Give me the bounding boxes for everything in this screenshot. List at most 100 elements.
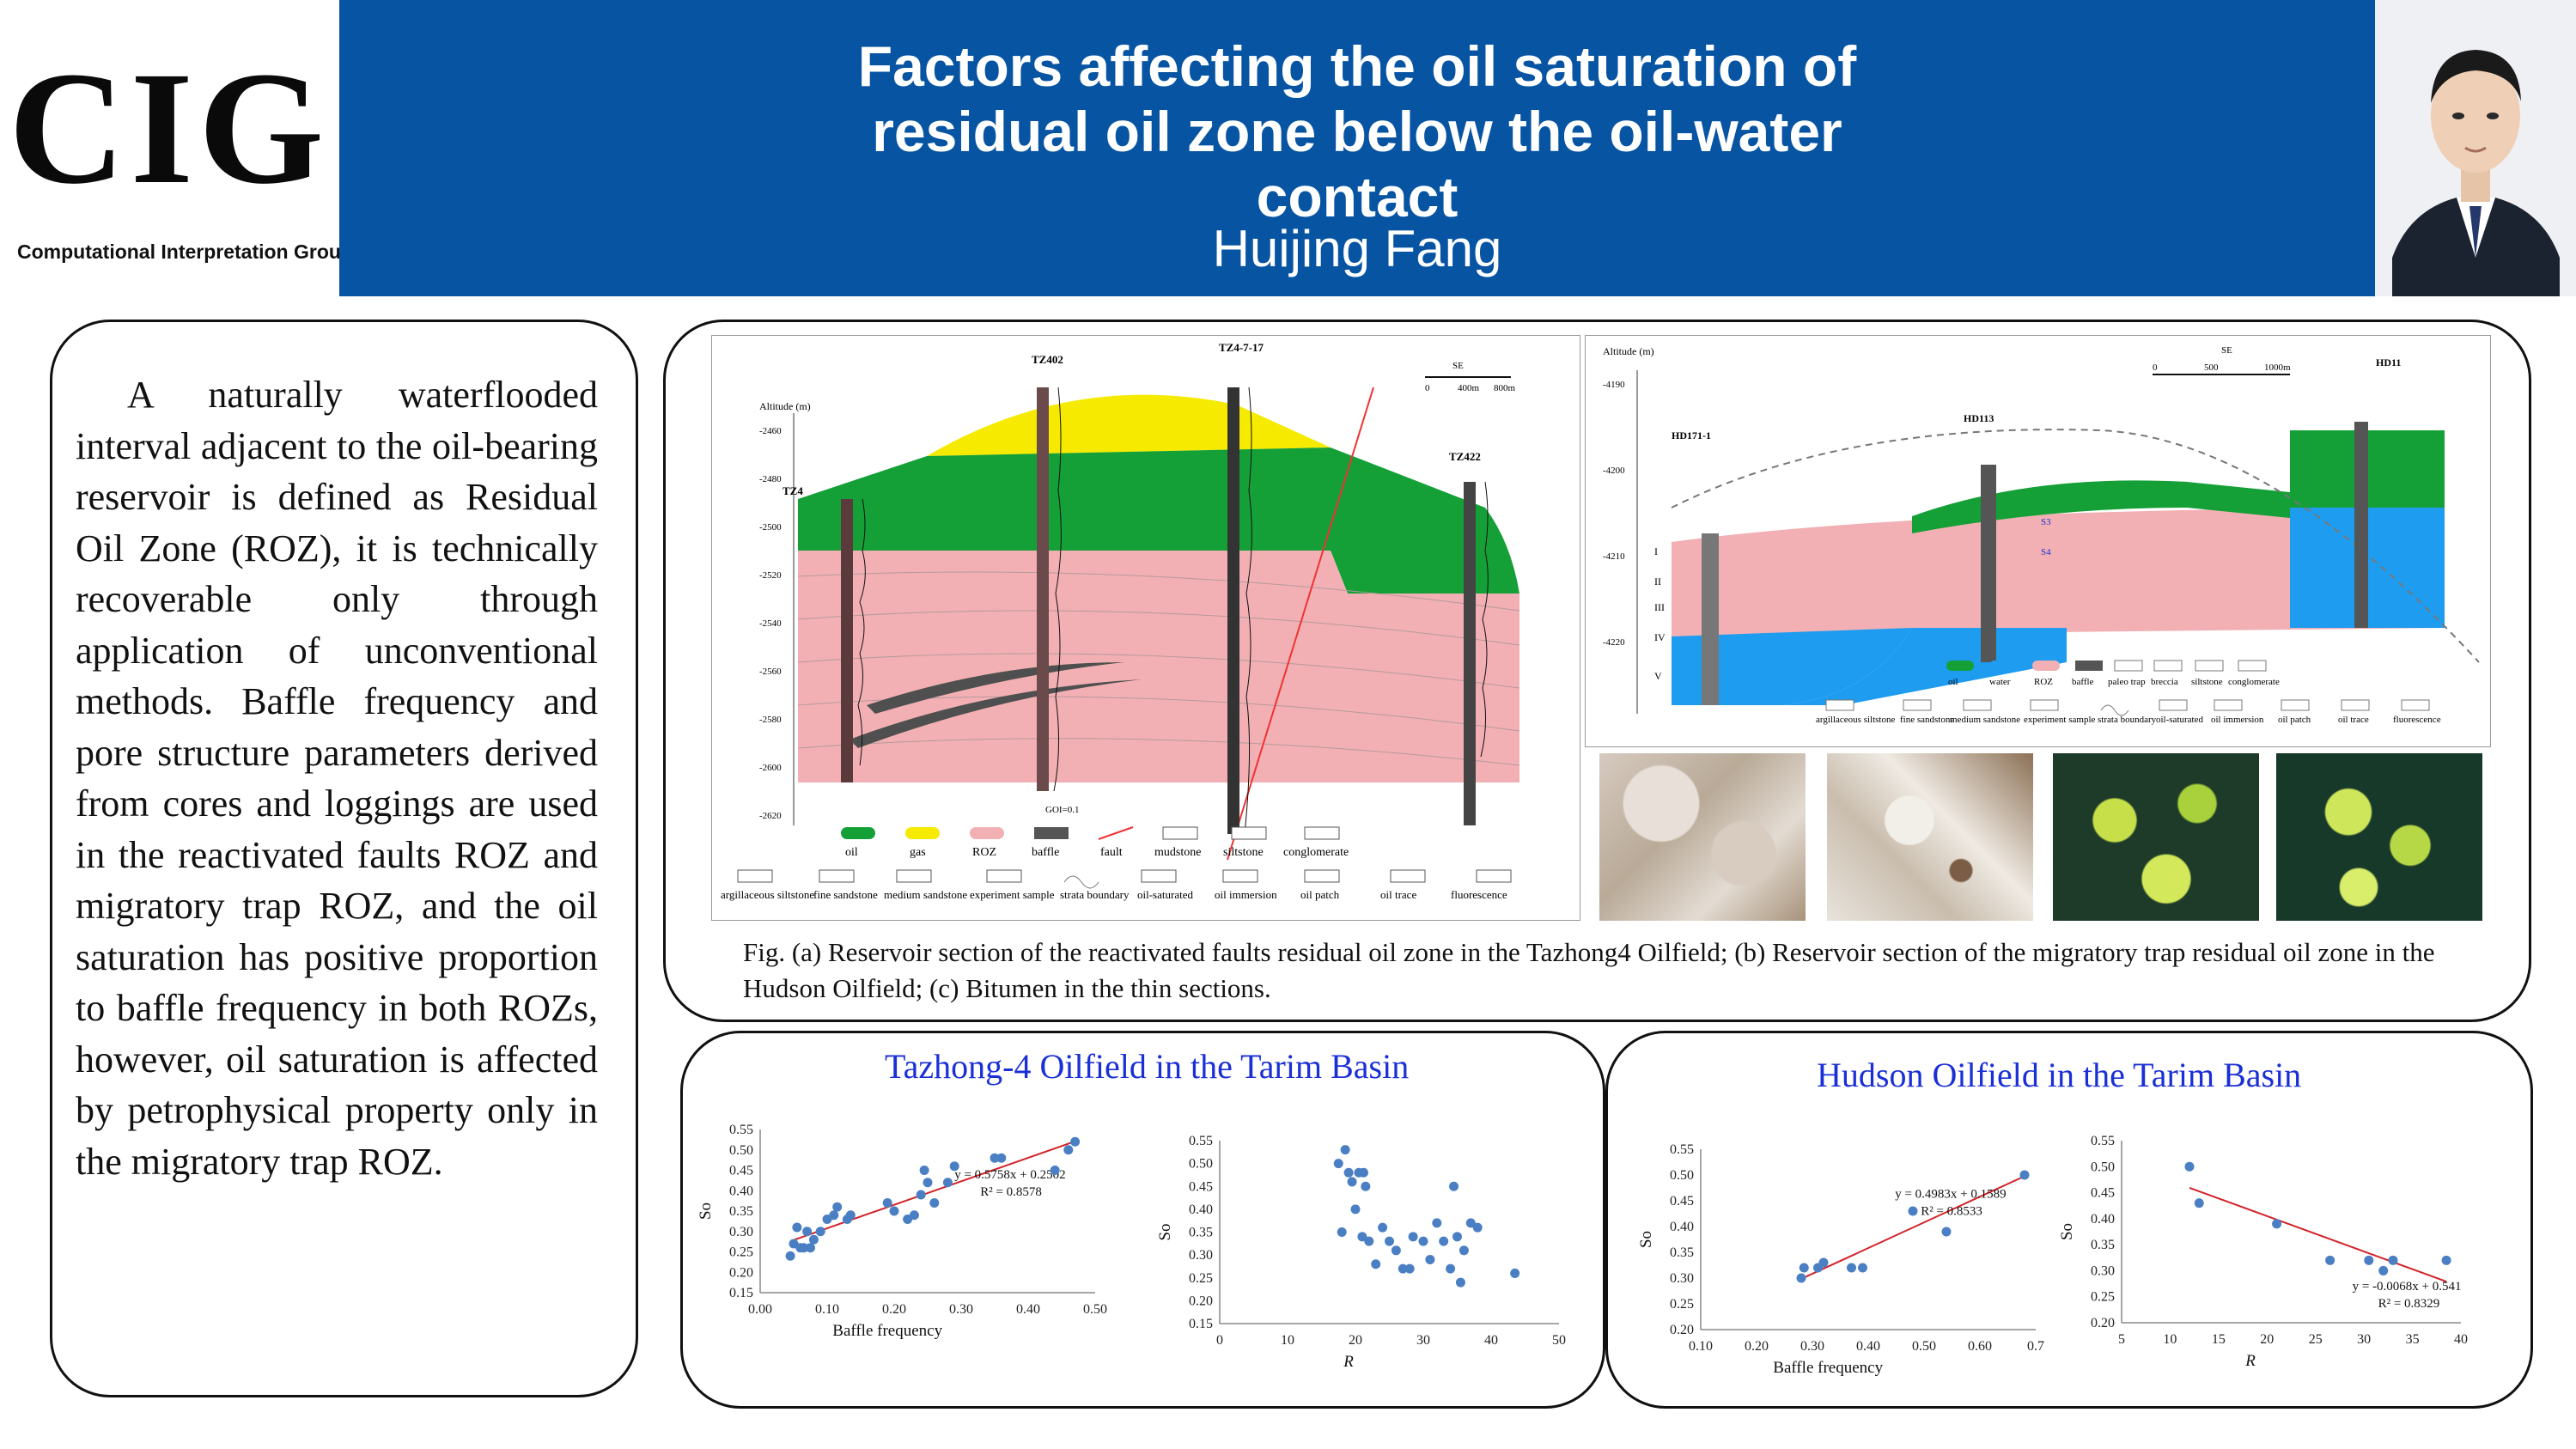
- legend-swatch-roz: [2032, 661, 2060, 671]
- y-axis-label: So: [1156, 1223, 1174, 1240]
- portrait-illustration: [2375, 0, 2576, 296]
- y-tick-label: 0.20: [2091, 1316, 2115, 1330]
- legend-swatch-paleo-trap: [2114, 660, 2143, 672]
- data-point: [832, 1202, 843, 1212]
- legend-label: oil patch: [1300, 888, 1340, 901]
- well-label: HD113: [1964, 412, 1994, 424]
- trend-line: [2189, 1186, 2447, 1282]
- y-tick-label: 0.35: [1189, 1226, 1213, 1240]
- legend-label: siltstone: [1223, 846, 1264, 859]
- depth-label: -2460: [759, 426, 782, 436]
- data-point: [799, 1243, 809, 1253]
- y-tick-label: 0.55: [1670, 1142, 1694, 1157]
- legend-label: siltstone: [2191, 677, 2223, 687]
- x-tick-label: 0.40: [1016, 1302, 1040, 1317]
- y-tick-label: 0.20: [1670, 1323, 1694, 1337]
- x-tick-label: 5: [2118, 1332, 2125, 1347]
- legend-label: oil trace: [1380, 888, 1416, 901]
- y-tick-label: 0.15: [729, 1286, 753, 1300]
- depth-label: -2560: [759, 667, 782, 677]
- tazhong-chart-title: Tazhong-4 Oilfield in the Tarim Basin: [885, 1047, 1410, 1086]
- legend-swatch: [1063, 875, 1099, 889]
- legend-label: strata boundary: [2098, 715, 2157, 725]
- data-point: [1908, 1206, 1918, 1216]
- water-zone: [1672, 628, 1912, 705]
- x-tick-label: 35: [2406, 1332, 2420, 1347]
- legend-swatch-water: [1989, 661, 2017, 671]
- data-point: [1347, 1177, 1357, 1187]
- direction-label: SE: [2221, 345, 2232, 356]
- logo-subtitle: Computational Interpretation Group: [17, 240, 353, 263]
- data-point: [792, 1222, 802, 1233]
- data-point: [1941, 1227, 1952, 1237]
- legend-label: strata boundary: [1060, 888, 1130, 901]
- depth-label: -2520: [759, 570, 782, 581]
- legend-swatch: [737, 869, 773, 883]
- y-tick-label: 0.25: [1670, 1297, 1694, 1312]
- data-point: [1364, 1236, 1374, 1246]
- zone-label: V: [1654, 670, 1662, 682]
- x-tick-label: 0.60: [1968, 1339, 1992, 1354]
- trend-line: [1800, 1175, 2025, 1280]
- logo: CIG Computational Interpretation Group: [0, 0, 353, 296]
- abstract-text: A naturally waterflooded interval adjace…: [76, 374, 598, 1183]
- legend-label: water: [1989, 677, 2011, 687]
- fluorescence-image: [2053, 753, 2259, 921]
- y-tick-label: 0.25: [729, 1245, 753, 1260]
- data-point: [1472, 1222, 1483, 1233]
- legend-swatch: [1390, 869, 1426, 883]
- legend-label: medium sandstone: [884, 888, 967, 901]
- x-tick-label: 0.30: [1800, 1339, 1824, 1354]
- direction-label: SE: [1452, 361, 1464, 371]
- x-tick-label: 0: [1216, 1333, 1223, 1348]
- trend-r2: R² = 0.8578: [980, 1185, 1042, 1199]
- scale-label: 800m: [1494, 383, 1516, 393]
- data-point: [1432, 1218, 1442, 1228]
- data-point: [2272, 1219, 2282, 1229]
- legend-label: oil-saturated: [2156, 715, 2203, 725]
- legend-swatch: [896, 869, 932, 883]
- fault-line: [1227, 387, 1374, 861]
- legend-label: paleo trap: [2108, 677, 2146, 687]
- depth-label: -2580: [759, 715, 782, 725]
- scale-label: 500: [2204, 362, 2219, 373]
- x-tick-label: 0.10: [1689, 1339, 1713, 1354]
- depth-label: -2500: [759, 522, 782, 533]
- legend-swatch: [1963, 699, 1992, 711]
- legend-label: gas: [910, 846, 926, 859]
- well-label: HD11: [2376, 356, 2401, 368]
- legend-label: oil: [1948, 677, 1958, 687]
- zone-label: I: [1654, 545, 1658, 557]
- trend-r2: R² = 0.8533: [1921, 1205, 1982, 1219]
- legend-label: oil patch: [2278, 715, 2311, 725]
- y-axis-label: So: [697, 1202, 715, 1220]
- data-point: [996, 1153, 1007, 1163]
- x-tick-label: 0.50: [1083, 1302, 1107, 1317]
- legend-swatch-gas: [905, 827, 940, 839]
- section-a-panel: Altitude (m) -2460 -2480 -2500 -2520 -25…: [711, 335, 1580, 921]
- data-point: [845, 1210, 856, 1221]
- data-point: [1510, 1268, 1520, 1278]
- legend-label: baffle: [1032, 846, 1059, 859]
- data-point: [1361, 1181, 1371, 1191]
- legend-label: fluorescence: [1451, 888, 1507, 901]
- y-tick-label: 0.40: [1189, 1202, 1213, 1217]
- legend-label: fluorescence: [2393, 715, 2441, 725]
- y-tick-label: 0.25: [1189, 1271, 1213, 1286]
- data-point: [923, 1178, 933, 1188]
- section-a-diagram: Altitude (m) -2460 -2480 -2500 -2520 -25…: [721, 341, 1520, 901]
- data-point: [829, 1210, 839, 1221]
- data-point: [806, 1243, 815, 1253]
- depth-label: -2480: [759, 474, 782, 484]
- legend-swatch-fault: [1098, 826, 1134, 840]
- legend-swatch: [2159, 699, 2188, 711]
- legend-swatch: [1141, 869, 1177, 883]
- data-point: [889, 1206, 899, 1216]
- well-label: TZ4-7-17: [1219, 341, 1264, 354]
- x-tick-label: 0.20: [1745, 1339, 1769, 1354]
- baffle-layer: [867, 662, 1124, 714]
- legend-swatch-conglomerate: [2238, 660, 2267, 672]
- data-point: [2388, 1255, 2398, 1265]
- legend-swatch-roz: [970, 827, 1004, 839]
- y-tick-label: 0.30: [1189, 1248, 1213, 1263]
